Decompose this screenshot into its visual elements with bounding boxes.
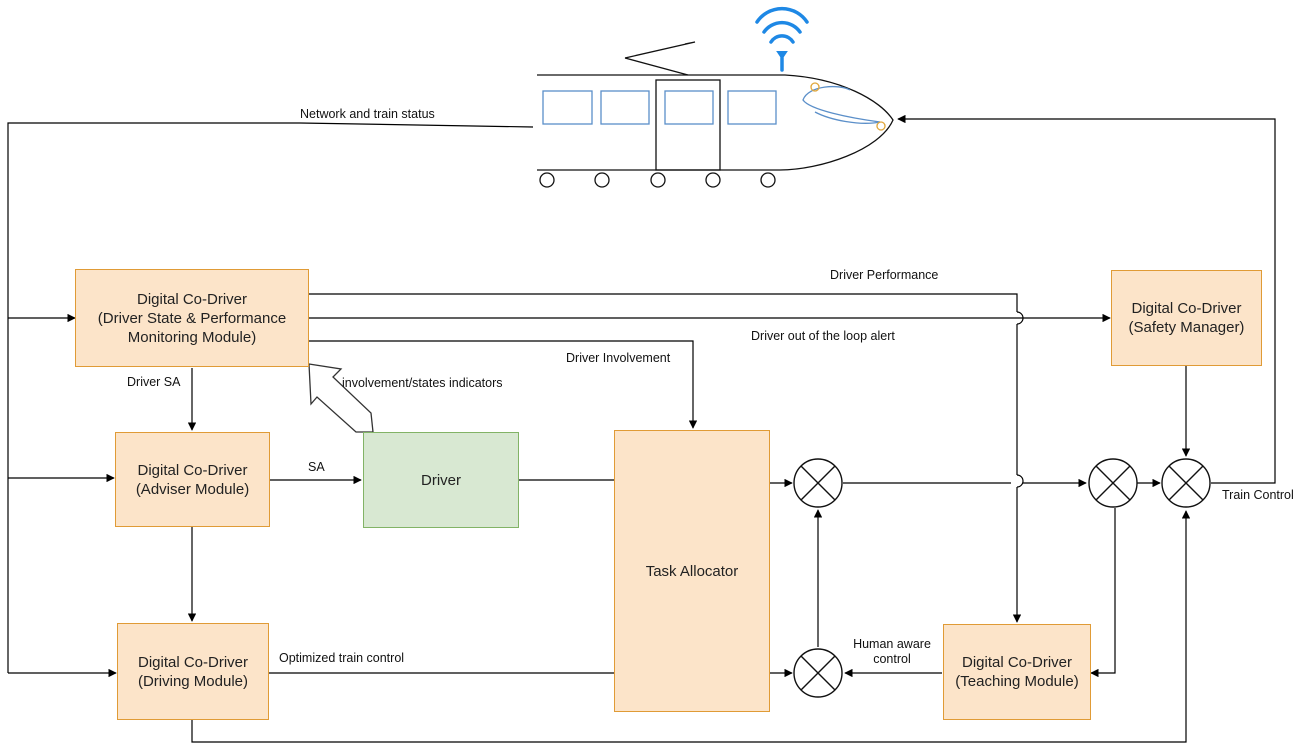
box-subtitle: (Driver State & Performance — [97, 309, 287, 327]
wifi-icon — [755, 6, 809, 72]
driver-performance-label: Driver Performance — [830, 268, 939, 282]
mixer-nodes — [793, 458, 1211, 698]
box-subtitle: (Driving Module) — [137, 672, 249, 690]
monitoring-module-box: Digital Co-Driver (Driver State & Perfor… — [75, 269, 309, 367]
box-subtitle: (Safety Manager) — [1128, 319, 1245, 336]
indicators-double-arrow — [308, 363, 374, 433]
box-title: Digital Co-Driver — [961, 654, 1073, 671]
driver-involvement-label: Driver Involvement — [566, 351, 671, 365]
out-of-loop-label: Driver out of the loop alert — [751, 329, 895, 343]
sa-label: SA — [308, 460, 325, 474]
network-status-label: Network and train status — [300, 107, 435, 121]
task-allocator-box: Task Allocator — [614, 430, 770, 712]
box-title: Digital Co-Driver — [1131, 300, 1242, 317]
box-title: Driver — [421, 471, 461, 489]
circle-cross-icon — [793, 648, 843, 698]
circle-cross-icon — [1161, 458, 1211, 508]
optimized-control-label: Optimized train control — [279, 651, 405, 665]
connectors — [7, 114, 1276, 743]
driver-box: Driver — [363, 432, 519, 528]
indicators-label: involvement/states indicators — [342, 376, 503, 390]
circle-cross-icon — [793, 458, 843, 508]
box-title: Digital Co-Driver — [137, 653, 249, 671]
human-aware-line1: Human aware — [853, 637, 931, 651]
box-title: Digital Co-Driver — [137, 461, 248, 479]
driving-module-box: Digital Co-Driver (Driving Module) — [117, 623, 269, 720]
box-subtitle: (Adviser Module) — [135, 480, 250, 498]
circle-cross-icon — [1088, 458, 1138, 508]
box-title: Task Allocator — [645, 562, 739, 580]
adviser-module-box: Digital Co-Driver (Adviser Module) — [115, 432, 270, 527]
box-title: Digital Co-Driver — [136, 290, 248, 308]
safety-manager-box: Digital Co-Driver (Safety Manager) — [1111, 270, 1262, 366]
box-subtitle: Monitoring Module) — [127, 328, 257, 346]
teaching-module-box: Digital Co-Driver (Teaching Module) — [943, 624, 1091, 720]
driver-sa-label: Driver SA — [127, 375, 181, 389]
box-subtitle: (Teaching Module) — [955, 673, 1079, 690]
train-control-label: Train Control — [1222, 488, 1294, 502]
human-aware-label: Human aware control — [846, 637, 938, 667]
human-aware-line2: control — [873, 652, 911, 666]
train-icon — [537, 41, 894, 188]
